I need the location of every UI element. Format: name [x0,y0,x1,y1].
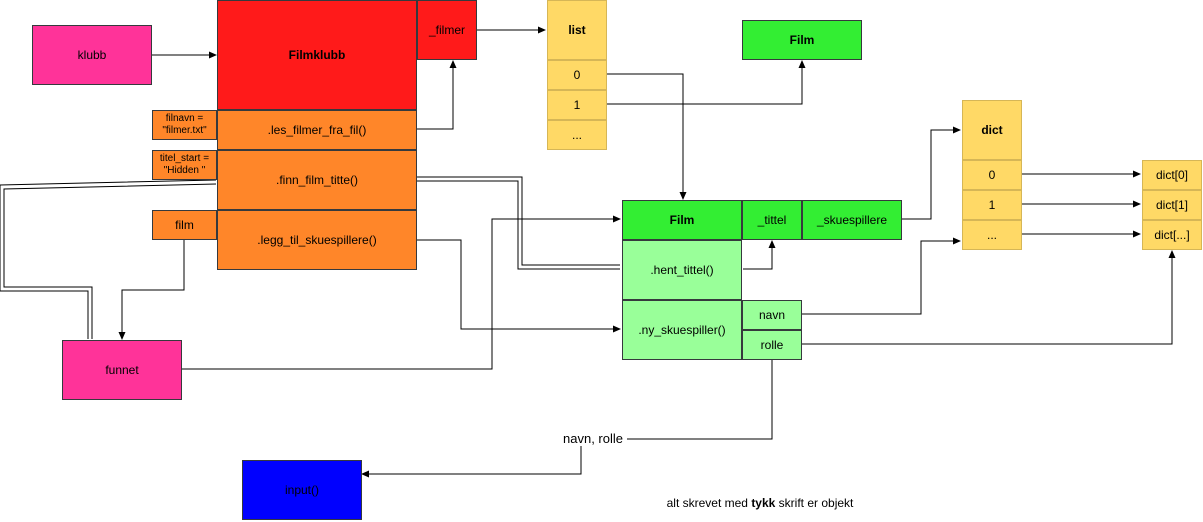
filmklubb-title: Filmklubb [288,47,346,62]
param-filnavn: filnavn = "filmer.txt" [152,110,217,140]
dict-entry-label: dict[1] [1155,197,1188,212]
dict-entry: dict[...] [1142,220,1202,250]
dict-item-label: ... [986,227,997,242]
filmklubb-object: Filmklubb [217,0,417,110]
dict-entry-label: dict[0] [1155,167,1188,182]
dict-item-label: 1 [988,197,996,212]
param-filnavn-line2: "filmer.txt" [162,125,207,136]
note-bold: tykk [751,496,776,510]
arrow-list1-filmtop [607,60,806,105]
dict-entry: dict[1] [1142,190,1202,220]
list-item: ... [547,120,607,150]
param-navn: navn [742,300,802,330]
list-item-label: ... [571,127,582,142]
dict-item: 1 [962,190,1022,220]
film-object-top: Film [742,20,862,60]
param-rolle: rolle [742,330,802,360]
arrow-navn-dict [802,237,961,315]
arrow-list0-film [607,73,687,200]
filmer-label: _filmer [428,22,465,37]
param-film: film [152,210,217,240]
arrow-funnet-film [182,215,621,370]
method-legg-til: .legg_til_skuespillere() [217,210,417,270]
arrow-legg-ny [417,239,621,333]
klubb-label: klubb [77,47,107,62]
film-skuespillere-attr: _skuespillere [802,200,902,240]
dict-item-label: 0 [988,167,996,182]
les-label: .les_filmer_fra_fil() [267,122,367,137]
arrow-rolle-input [361,360,773,478]
finn-label: .finn_film_titte() [275,172,359,187]
dict-object: dict [962,100,1022,160]
method-ny-skuespiller: .ny_skuespiller() [622,300,742,360]
dict-item: 0 [962,160,1022,190]
arrow-rolle-dictentry [802,250,1176,345]
param-titel-start: titel_start = "Hidden " [152,150,217,180]
funnet-box: funnet [62,340,182,400]
film-top-title: Film [789,32,815,47]
ny-label: .ny_skuespiller() [638,322,726,337]
navn-label: navn [758,307,786,322]
method-finn-film: .finn_film_titte() [217,150,417,210]
list-object: list [547,0,607,60]
list-item-label: 0 [573,67,581,82]
param-titel-line2: "Hidden " [163,165,206,176]
klubb-box: klubb [32,25,152,85]
film-tittel-attr: _tittel [742,200,802,240]
dict-entry-label: dict[...] [1154,227,1190,242]
navn-rolle-label: navn, rolle [559,431,627,446]
arrow-les-filmer [417,60,457,130]
input-box: input() [242,460,362,520]
arrow-skuespillere-dict [902,126,961,220]
list-title: list [568,22,586,37]
film-object: Film [622,200,742,240]
input-label: input() [284,482,319,497]
method-les-filmer: .les_filmer_fra_fil() [217,110,417,150]
method-hent-tittel: .hent_tittel() [622,240,742,300]
arrow-film-funnet [118,240,185,340]
note-before: alt skrevet med [666,496,752,510]
double-line-finn-funnet [0,179,217,339]
arrow-hent-tittel [743,240,776,270]
list-item-label: 1 [573,97,581,112]
double-line-finn-hent [417,176,620,270]
funnet-label: funnet [105,362,139,377]
param-filnavn-line1: filnavn = [165,112,204,124]
note-after: skrift er objekt [775,496,854,510]
param-titel-line1: titel_start = [159,152,210,164]
skuespillere-label: _skuespillere [816,212,888,227]
list-item: 0 [547,60,607,90]
tittel-label: _tittel [757,212,787,227]
rolle-label: rolle [760,337,784,352]
legend-note: alt skrevet med tykk skrift er objekt [590,496,930,510]
dict-item: ... [962,220,1022,250]
dict-entry: dict[0] [1142,160,1202,190]
filmklubb-filmer-attr: _filmer [417,0,477,60]
list-item: 1 [547,90,607,120]
hent-label: .hent_tittel() [650,262,714,277]
film-title: Film [669,212,695,227]
dict-title: dict [981,122,1003,137]
legg-label: .legg_til_skuespillere() [257,232,377,247]
param-film-label: film [175,217,194,232]
